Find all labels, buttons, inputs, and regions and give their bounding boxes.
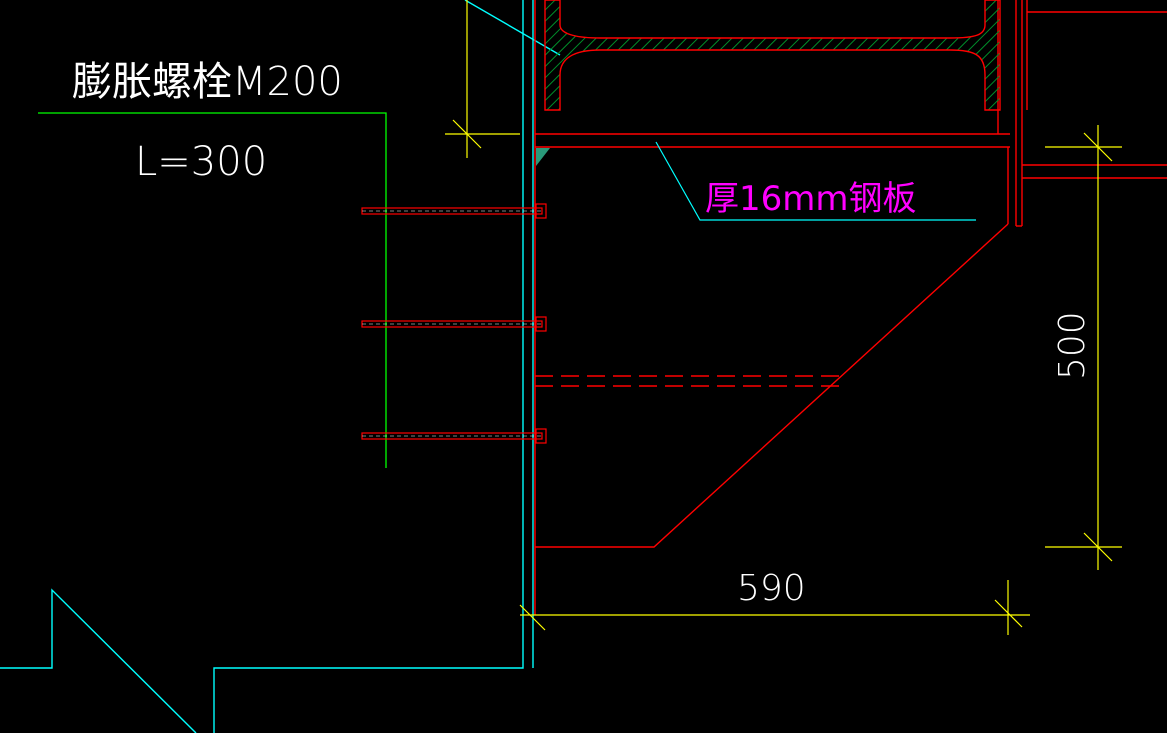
expansion-bolts (361, 203, 547, 444)
dimension-vertical-label: 500 (1052, 311, 1093, 380)
bolt-2 (361, 316, 547, 332)
steel-bracket (534, 0, 1167, 615)
bolt-1 (361, 203, 547, 219)
bolt-title-label: 膨胀螺栓M200 (72, 59, 343, 105)
dimension-horizontal-label: 590 (737, 568, 806, 609)
plate-note-label: 厚16mm钢板 (705, 179, 917, 219)
bolt-length-label: L=300 (135, 139, 267, 185)
bolt-3 (361, 428, 547, 444)
dimension-lines (445, 0, 1122, 635)
i-beam-section (544, 0, 1001, 111)
plate-leader-line (655, 141, 976, 221)
concrete-wall-outline (0, 0, 561, 733)
anchor-zone-outline (38, 112, 387, 468)
weld-symbol (536, 148, 550, 166)
